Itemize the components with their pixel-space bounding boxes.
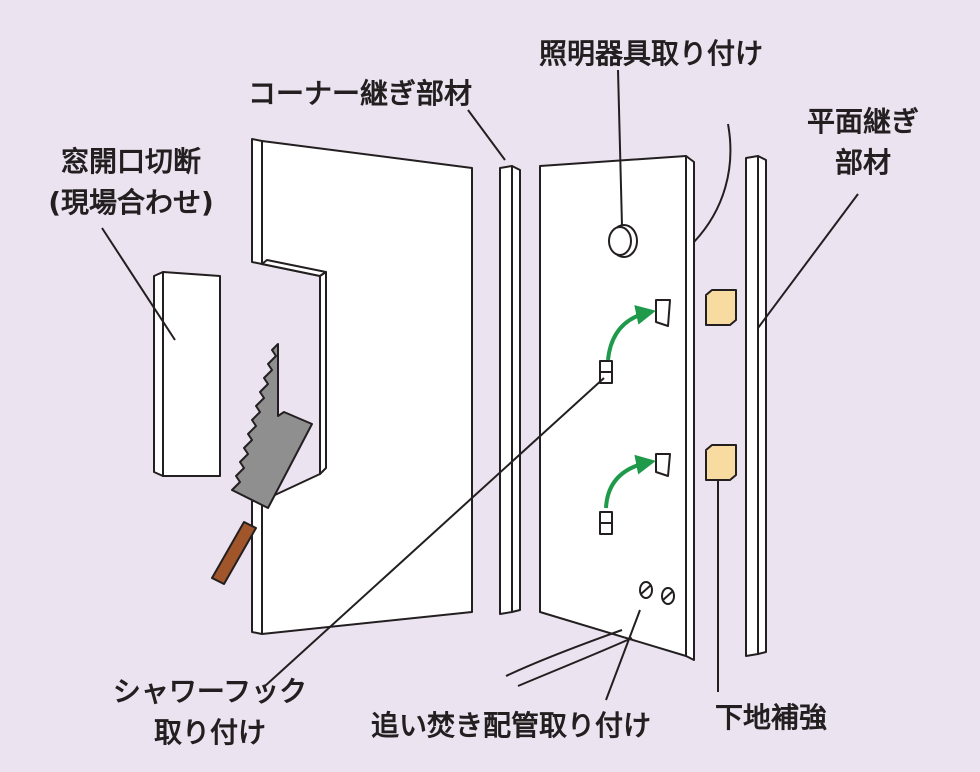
label-shower-hook-line1: シャワーフック: [113, 675, 307, 708]
leader-flat-joint: [757, 193, 859, 329]
hook-mount-upper-icon: [655, 299, 671, 327]
label-window-cut-line2: (現場合わせ): [48, 186, 214, 219]
right-wall-panel: [539, 155, 695, 661]
label-shower-hook-line2: 取り付け: [154, 716, 266, 749]
label-light-fixture: 照明器具取り付け: [539, 37, 763, 70]
window-cutout-piece: [153, 271, 221, 477]
left-wall-panel: [251, 138, 473, 635]
relocation-arrow-upper: [606, 305, 656, 361]
shower-hook-lower-icon: [599, 511, 613, 535]
leader-light-fixture: [617, 69, 623, 227]
hook-mount-lower-icon: [655, 453, 671, 477]
relocation-arrow-lower: [604, 454, 656, 509]
saw-icon: [211, 343, 313, 585]
light-fixture-icon: [608, 224, 638, 258]
leader-reheat-pipe: [605, 609, 641, 701]
relocation-arrows: [604, 305, 656, 509]
shower-hook-upper-icon: [599, 360, 613, 384]
corner-joint-strip: [499, 165, 521, 615]
label-corner-joint: コーナー継ぎ部材: [248, 77, 472, 110]
label-window-cut-line1: 窓開口切断: [61, 145, 201, 178]
base-reinforcement-block-lower: [705, 444, 737, 481]
label-reheat-pipe: 追い焚き配管取り付け: [371, 709, 651, 742]
leader-corner-joint: [467, 109, 506, 161]
flat-joint-strip: [745, 155, 767, 657]
base-reinforcement-block-upper: [705, 289, 737, 326]
reheat-pipe-fittings-icon: [639, 581, 675, 605]
leader-shower-hook: [264, 377, 605, 687]
leader-lines: [101, 69, 859, 701]
leader-window-cut: [101, 227, 176, 341]
label-flat-joint-line2: 部材: [835, 146, 891, 179]
leader-flat-joint-top: [693, 123, 732, 243]
reheat-pipes: [505, 629, 633, 687]
label-flat-joint-line1: 平面継ぎ: [807, 105, 919, 138]
label-base-reinforce: 下地補強: [715, 701, 827, 734]
